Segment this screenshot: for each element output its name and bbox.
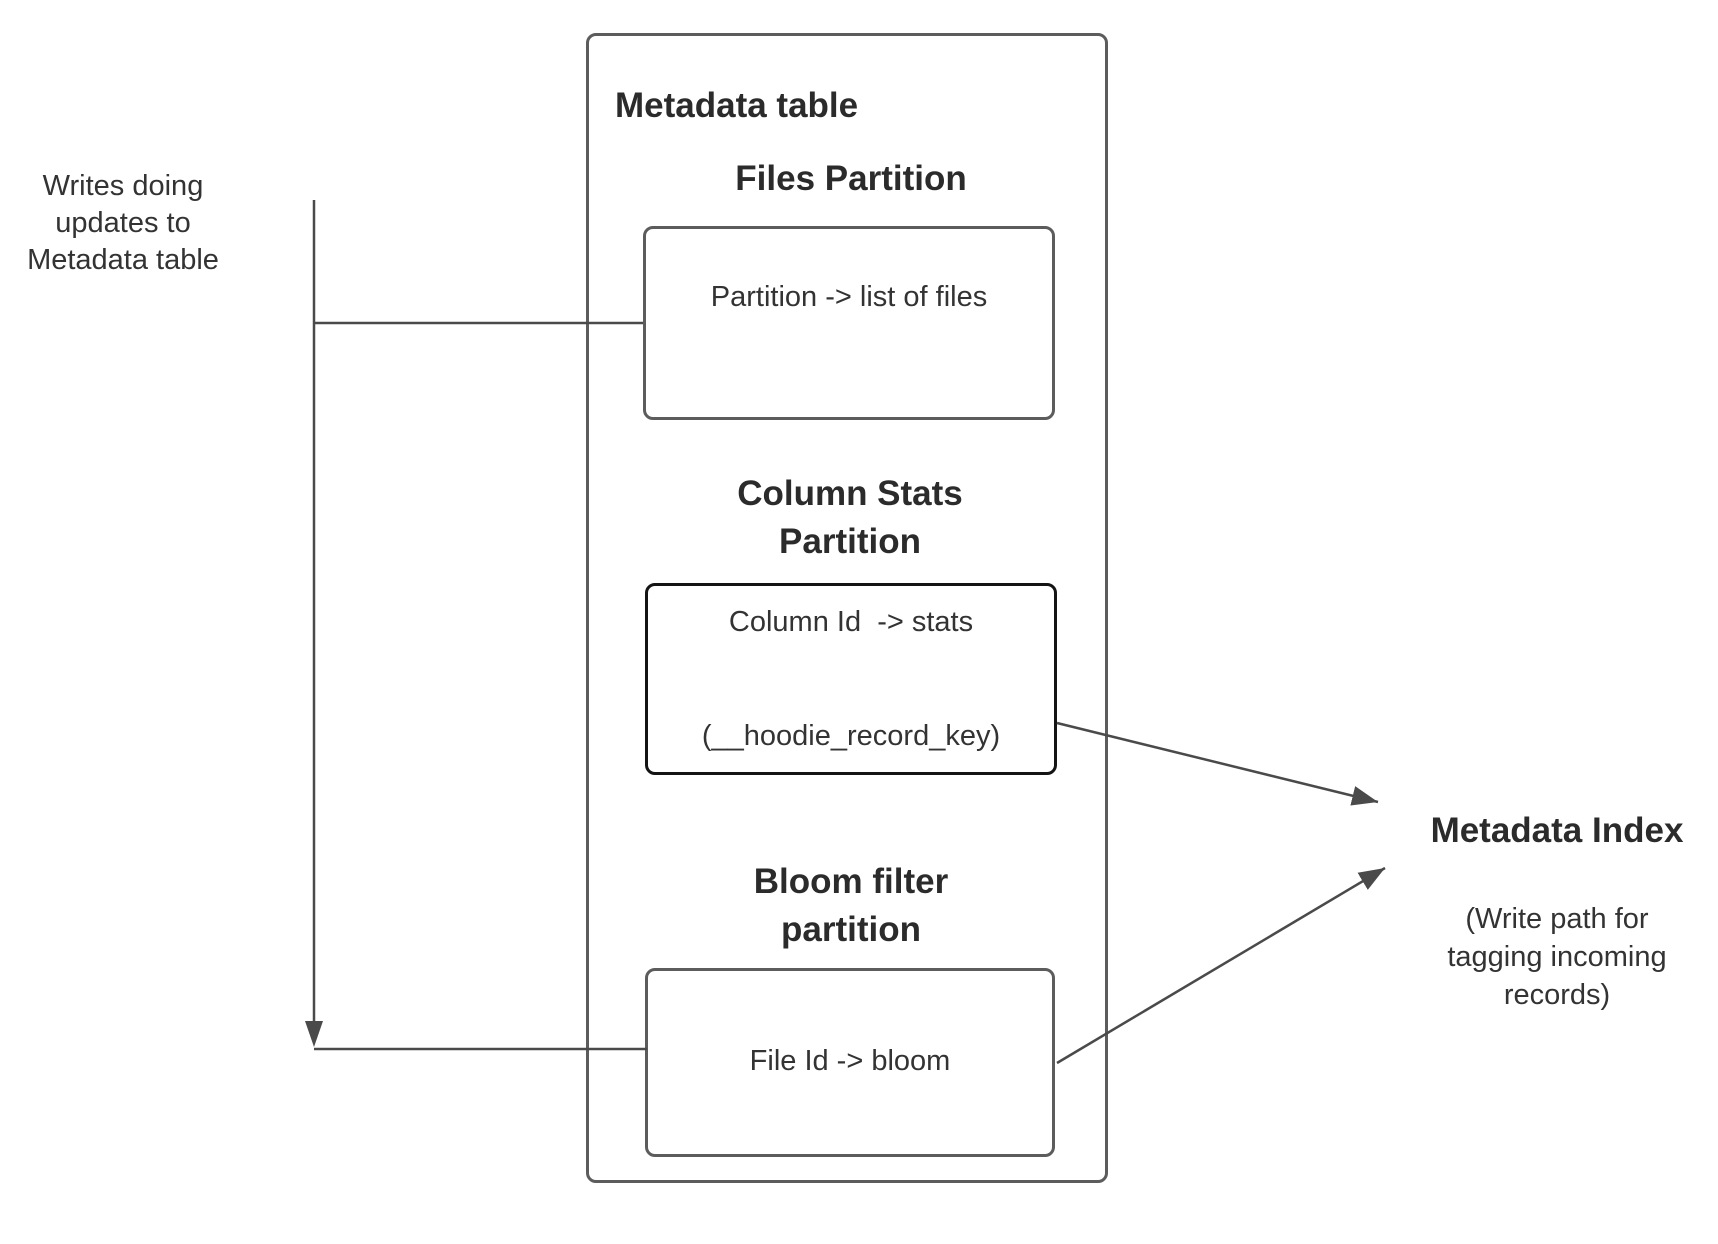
column-stats-partition-heading: Column Stats Partition [700,470,1000,566]
writes-note: Writes doing updates to Metadata table [8,168,238,279]
text-line: File Id -> bloom [749,1044,951,1077]
metadata-index-title: Metadata Index [1430,811,1684,850]
text-line: Partition [779,522,921,561]
text-line: tagging incoming [1447,941,1667,973]
metadata-table-title: Metadata table [615,86,859,125]
text-line: records) [1503,979,1611,1011]
text-line: (__hoodie_record_key) [701,720,1001,752]
bloom-filter-partition-box: File Id -> bloom [645,968,1055,1157]
files-partition-box-text: Partition -> list of files [711,202,987,392]
metadata-table-box [586,33,1108,1183]
bloom-filter-partition-box-text: File Id -> bloom [750,966,951,1156]
text-line: (Write path for [1465,903,1649,935]
text-line: Writes doing [42,170,204,202]
writes-connector-down-arrowhead [305,1021,323,1047]
text-line: Files Partition [735,159,967,198]
bloom-filter-partition-heading: Bloom filter partition [701,858,1001,954]
column-stats-partition-box-text: Column Id -> stats (__hoodie_record_key) [702,527,1000,831]
text-line: Partition -> list of files [710,281,988,313]
text-line: Column Id -> stats [728,606,974,638]
text-line: Bloom filter [753,862,949,901]
column-stats-partition-box: Column Id -> stats (__hoodie_record_key) [645,583,1057,775]
text-line: Column Stats [737,474,963,513]
text-line: Metadata table [27,244,219,276]
metadata-index-subtitle: (Write path for tagging incoming records… [1406,900,1708,1014]
text-line: partition [781,910,921,949]
files-partition-heading: Files Partition [701,155,1001,203]
files-partition-box: Partition -> list of files [643,226,1055,420]
text-line: updates to [55,207,191,239]
